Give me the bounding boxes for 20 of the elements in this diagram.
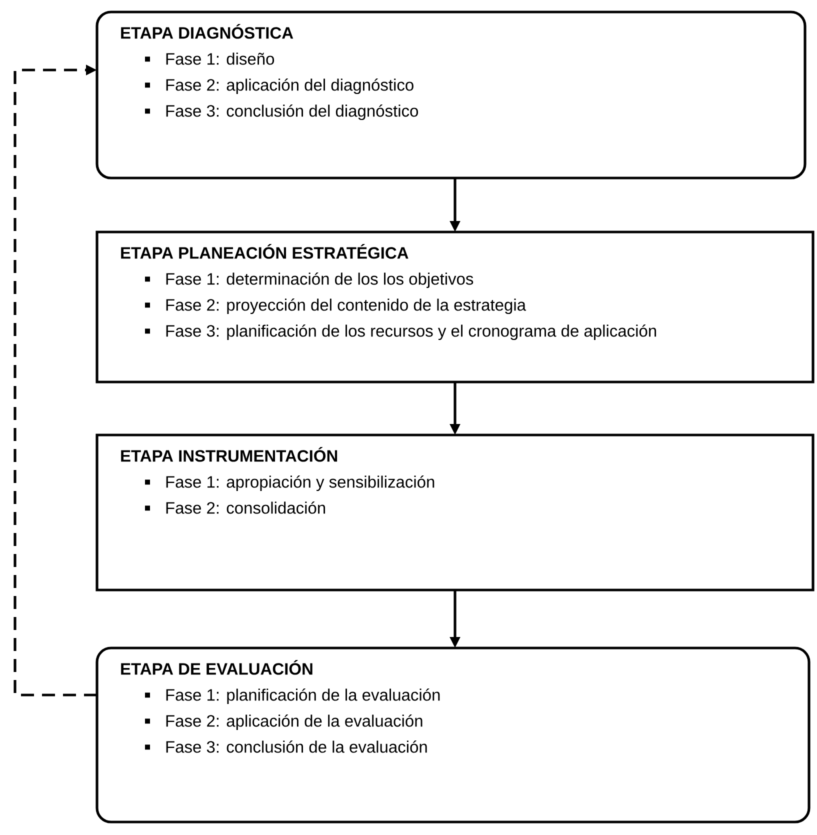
bullet-item: Fase 1: diseño xyxy=(145,52,274,65)
bullet-item: Fase 1: determinación de los los objetivos xyxy=(145,272,474,288)
bullet-item: Fase 3: conclusión del diagnóstico xyxy=(145,104,418,120)
bullet-item: Fase 2: aplicación de la evaluación xyxy=(145,714,422,730)
bullet-item: Fase 3: planificación de los recursos y el cronograma de aplicación xyxy=(145,324,656,340)
bullet-item: Fase 3: conclusión de la evaluación xyxy=(145,740,427,753)
stage-box xyxy=(96,10,806,180)
bullet-item: Fase 2: proyección del contenido de la estrategia xyxy=(145,298,526,314)
stage-heading: ETAPA DE EVALUACIÓN xyxy=(121,660,312,675)
bullet-item: Fase 2: aplicación del diagnóstico xyxy=(145,78,414,94)
stage-box xyxy=(96,646,810,824)
arrow xyxy=(14,64,97,696)
stage-heading: ETAPA INSTRUMENTACIÓN xyxy=(121,447,338,462)
bullet-item: Fase 1: planificación de la evaluación xyxy=(145,688,440,704)
stage-box xyxy=(96,230,814,384)
bullet-item: Fase 1: apropiación y sensibilización xyxy=(145,475,434,492)
stage-box xyxy=(96,434,814,592)
stage-heading: ETAPA DIAGNÓSTICA xyxy=(121,24,294,39)
bullet-item: Fase 2: consolidación xyxy=(145,501,326,514)
stage-heading: ETAPA PLANEACIÓN ESTRATÉGICA xyxy=(121,244,408,259)
